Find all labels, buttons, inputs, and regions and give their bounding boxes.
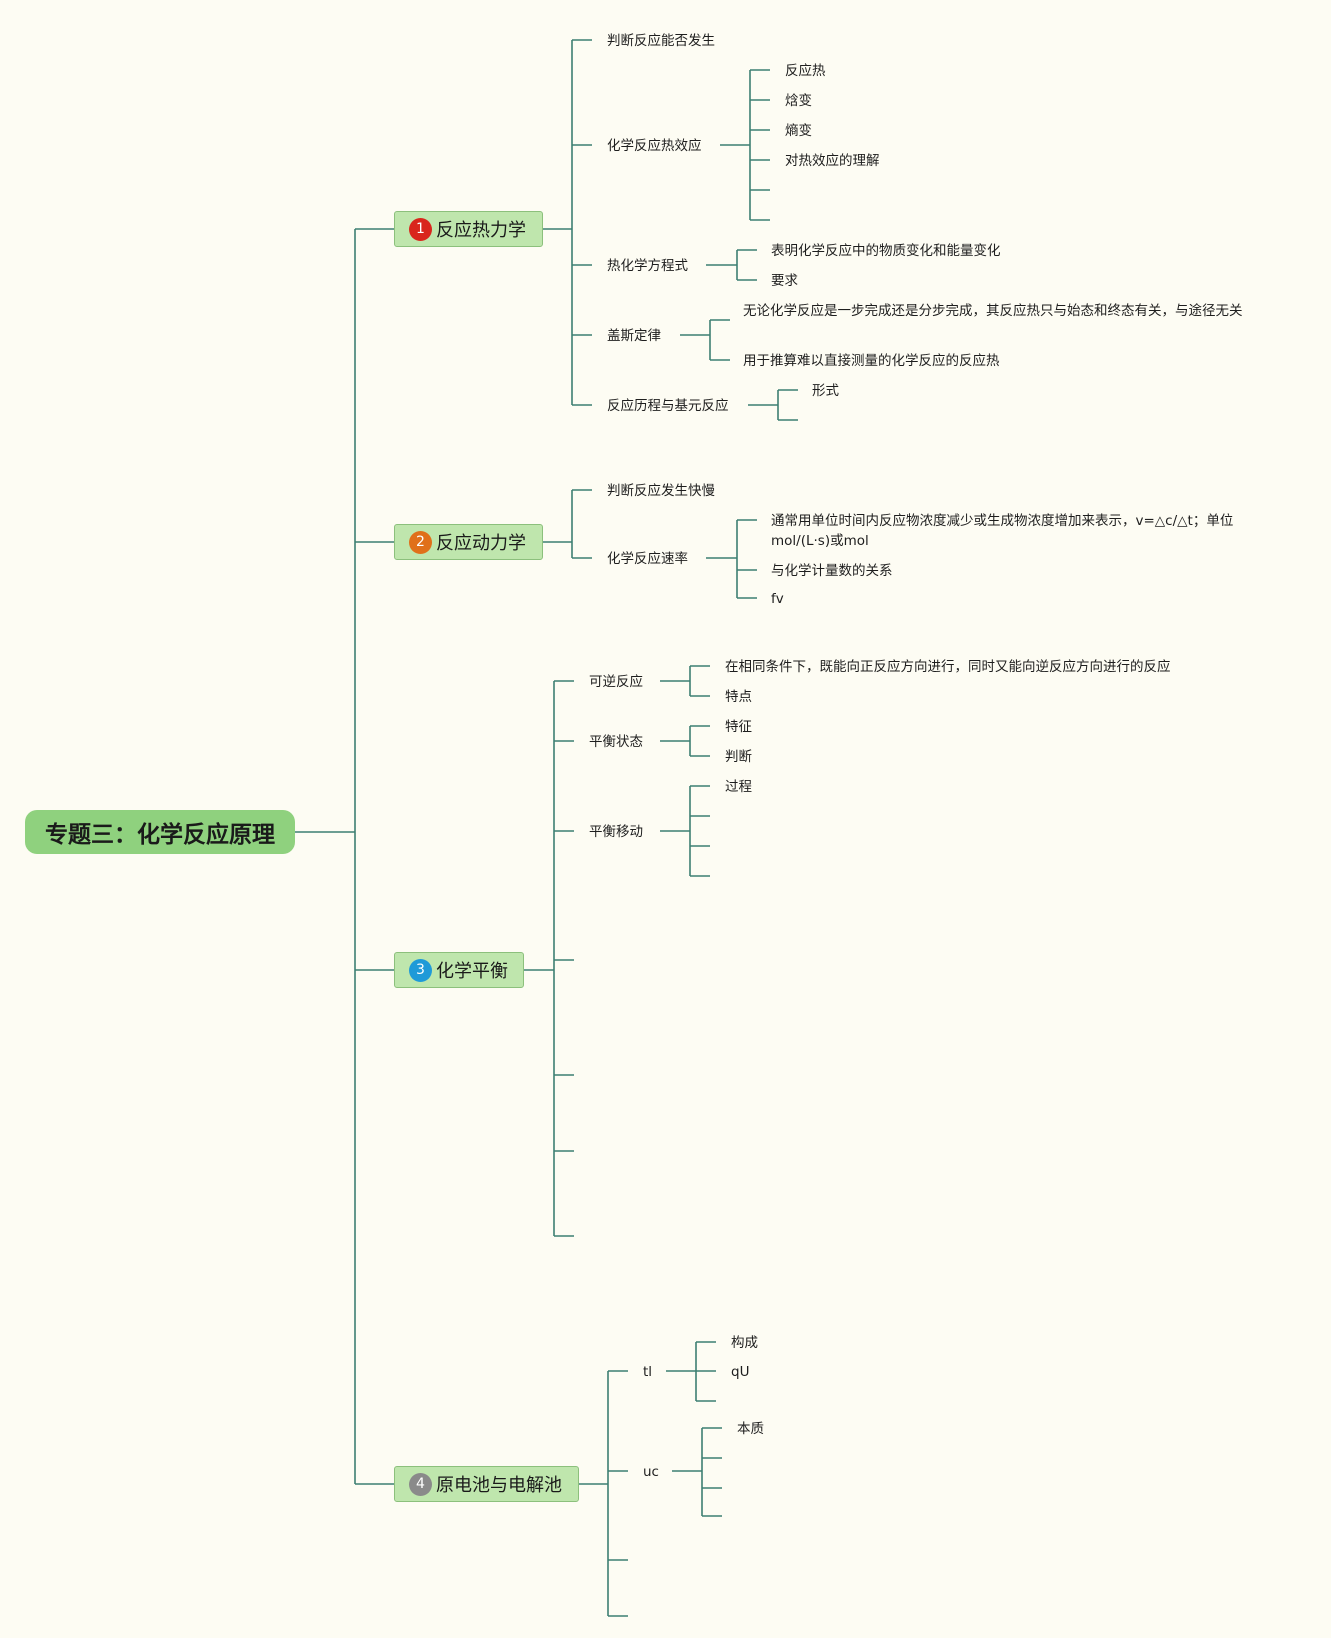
subtopic-form[interactable]: 形式 xyxy=(812,383,839,399)
subtopic-rate-definition[interactable]: 通常用单位时间内反应物浓度减少或生成物浓度增加来表示，v=△c/△t；单位mol… xyxy=(771,513,1234,549)
subtopic-enthalpy[interactable]: 焓变 xyxy=(785,93,812,109)
topic-reaction-rate[interactable]: 化学反应速率 xyxy=(607,551,688,567)
subtopic-hess-statement[interactable]: 无论化学反应是一步完成还是分步完成，其反应热只与始态和终态有关，与途径无关 xyxy=(743,303,1243,319)
subtopic-process[interactable]: 过程 xyxy=(725,779,752,795)
subtopic-fv[interactable]: fv xyxy=(771,591,784,607)
branch-kinetics[interactable]: 2 反应动力学 xyxy=(394,524,543,560)
topic-thermochemical-equation[interactable]: 热化学方程式 xyxy=(607,258,688,274)
branch-thermodynamics[interactable]: 1 反应热力学 xyxy=(394,211,543,247)
subtopic-hess-usage[interactable]: 用于推算难以直接测量的化学反应的反应热 xyxy=(743,353,1000,369)
subtopic-requirements[interactable]: 要求 xyxy=(771,273,798,289)
subtopic-qu[interactable]: qU xyxy=(731,1364,750,1380)
number-badge-1: 1 xyxy=(409,217,432,241)
topic-tl[interactable]: tl xyxy=(643,1364,653,1380)
branch-label: 反应动力学 xyxy=(436,533,526,554)
topic-judge-reaction-possible[interactable]: 判断反应能否发生 xyxy=(607,33,715,49)
subtopic-stoichiometry-relation[interactable]: 与化学计量数的关系 xyxy=(771,563,893,579)
topic-hess-law[interactable]: 盖斯定律 xyxy=(607,328,661,344)
branch-label: 反应热力学 xyxy=(436,220,526,241)
number-badge-2: 2 xyxy=(409,530,432,554)
branch-cells[interactable]: 4 原电池与电解池 xyxy=(394,1466,579,1502)
topic-reaction-mechanism[interactable]: 反应历程与基元反应 xyxy=(607,398,729,414)
subtopic-entropy[interactable]: 熵变 xyxy=(785,123,812,139)
topic-equilibrium-state[interactable]: 平衡状态 xyxy=(589,734,643,750)
subtopic-features[interactable]: 特征 xyxy=(725,719,752,735)
number-badge-3: 3 xyxy=(409,958,432,982)
branch-equilibrium[interactable]: 3 化学平衡 xyxy=(394,952,524,988)
subtopic-essence[interactable]: 本质 xyxy=(737,1421,764,1437)
subtopic-reversible-definition[interactable]: 在相同条件下，既能向正反应方向进行，同时又能向逆反应方向进行的反应 xyxy=(725,659,1171,675)
subtopic-judgement[interactable]: 判断 xyxy=(725,749,752,765)
subtopic-matter-energy-change[interactable]: 表明化学反应中的物质变化和能量变化 xyxy=(771,243,1001,259)
number-badge-4: 4 xyxy=(409,1472,432,1496)
topic-uc[interactable]: uc xyxy=(643,1464,659,1480)
root-topic[interactable]: 专题三：化学反应原理 xyxy=(25,810,295,854)
branch-label: 原电池与电解池 xyxy=(436,1475,562,1496)
branch-label: 化学平衡 xyxy=(436,961,508,982)
subtopic-heat-understanding[interactable]: 对热效应的理解 xyxy=(785,153,880,169)
topic-equilibrium-shift[interactable]: 平衡移动 xyxy=(589,824,643,840)
subtopic-characteristics[interactable]: 特点 xyxy=(725,689,752,705)
subtopic-composition[interactable]: 构成 xyxy=(731,1335,758,1351)
topic-reversible-reaction[interactable]: 可逆反应 xyxy=(589,674,643,690)
topic-judge-reaction-speed[interactable]: 判断反应发生快慢 xyxy=(607,483,715,499)
subtopic-reaction-heat[interactable]: 反应热 xyxy=(785,63,826,79)
topic-heat-effect[interactable]: 化学反应热效应 xyxy=(607,138,702,154)
